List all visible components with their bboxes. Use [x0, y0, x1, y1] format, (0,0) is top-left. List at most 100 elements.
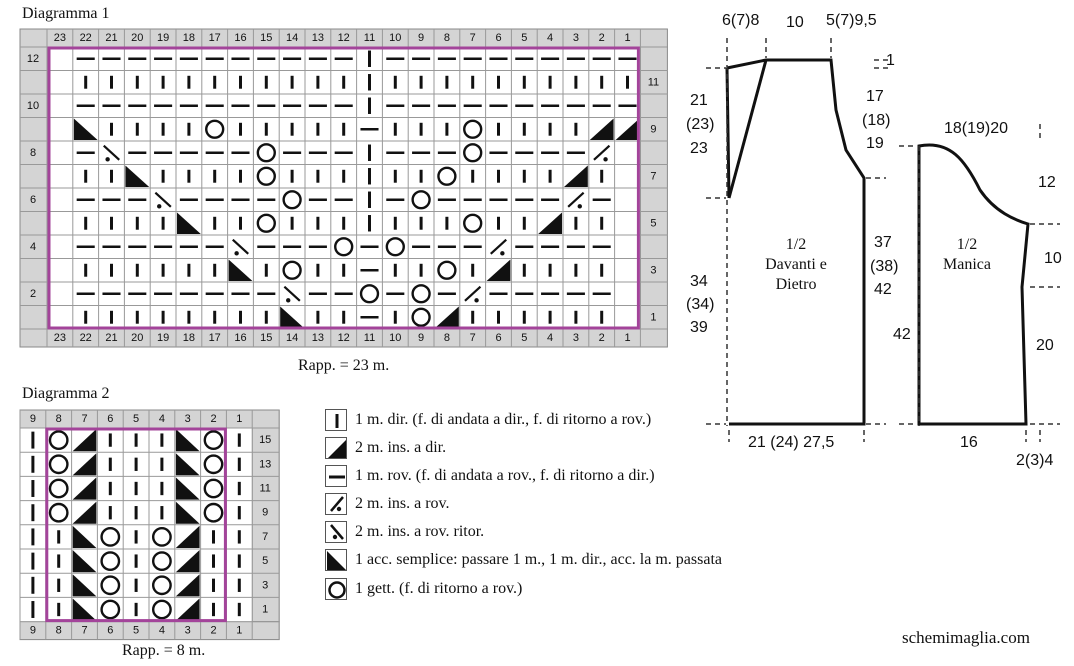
yarn-over-symbol — [151, 551, 172, 572]
body-armhole-left-3: 23 — [690, 140, 708, 157]
body-outline — [725, 58, 866, 426]
yarn-over-symbol — [282, 260, 302, 280]
p2tog-tbl-symbol — [154, 191, 172, 208]
k2tog-symbol — [175, 550, 200, 573]
skpo-symbol — [73, 118, 98, 140]
column-number: 2 — [210, 625, 216, 637]
yarn-over-symbol — [48, 430, 69, 451]
k2tog-symbol — [435, 306, 459, 328]
row-number: 11 — [648, 76, 659, 88]
row-number: 12 — [27, 53, 39, 65]
row-number: 13 — [259, 458, 271, 470]
body-side-right-2: (38) — [870, 258, 899, 275]
column-number: 2 — [599, 32, 605, 44]
diagram1-repeat-label: Rapp. = 23 m. — [298, 357, 390, 374]
stitch-symbols — [73, 50, 640, 328]
k2tog-symbol — [615, 118, 640, 140]
p2tog-tbl-symbol — [232, 238, 249, 255]
row-number: 7 — [262, 531, 268, 543]
yarn-over-symbol — [151, 575, 172, 596]
column-number: 16 — [234, 332, 246, 344]
legend-item-purl: 1 m. rov. (f. di andata a rov., f. di ri… — [325, 464, 655, 488]
column-number: 12 — [338, 32, 350, 44]
body-top-left-dim: 6(7)8 — [722, 12, 760, 29]
column-number: 14 — [286, 332, 298, 344]
column-number: 22 — [80, 332, 92, 344]
column-number: 10 — [389, 32, 401, 44]
skpo-symbol — [125, 165, 150, 187]
sleeve-bottom-dim: 16 — [960, 434, 978, 451]
yarn-over-symbol — [411, 190, 431, 210]
row-number: 15 — [259, 434, 271, 446]
column-number: 21 — [105, 332, 117, 344]
row-number: 6 — [30, 194, 36, 206]
yarn-over-symbol-icon — [325, 578, 347, 600]
p2tog-symbol — [464, 285, 482, 302]
column-number: 1 — [236, 413, 242, 425]
column-number: 3 — [573, 332, 579, 344]
skpo-symbol — [72, 574, 97, 597]
column-number: 5 — [521, 32, 527, 44]
row-number: 5 — [650, 217, 656, 229]
column-number: 4 — [547, 32, 553, 44]
column-number: 18 — [183, 332, 195, 344]
body-top-right-dim: 5(7)9,5 — [826, 12, 877, 29]
column-number: 3 — [185, 625, 191, 637]
yarn-over-symbol — [100, 551, 121, 572]
legend-item-k2tog: 2 m. ins. a dir. — [325, 436, 446, 460]
body-side-right-3: 42 — [874, 281, 892, 298]
k2tog-symbol — [175, 598, 200, 621]
p2tog-tbl-dot — [105, 157, 110, 162]
body-top-center-dim: 10 — [786, 14, 804, 31]
column-number: 2 — [599, 332, 605, 344]
column-number: 1 — [624, 332, 630, 344]
column-number: 9 — [418, 32, 424, 44]
column-number: 3 — [185, 413, 191, 425]
p2tog-tbl-dot — [234, 251, 239, 256]
column-number: 21 — [105, 32, 117, 44]
body-side-left-1: 34 — [690, 273, 708, 290]
column-number: 8 — [444, 332, 450, 344]
skpo-symbol — [175, 477, 200, 500]
column-number: 15 — [260, 332, 272, 344]
column-number: 20 — [131, 32, 143, 44]
column-number: 13 — [312, 32, 324, 44]
k2tog-symbol — [486, 259, 511, 281]
row-number: 7 — [650, 170, 656, 182]
repeat-outline — [45, 427, 227, 623]
yarn-over-symbol — [203, 454, 224, 475]
column-number: 20 — [131, 332, 143, 344]
column-number: 7 — [81, 625, 87, 637]
p2tog-symbol — [567, 191, 585, 208]
column-number: 16 — [234, 32, 246, 44]
k2tog-symbol — [589, 118, 614, 140]
column-number: 22 — [80, 32, 92, 44]
skpo-symbol-icon — [325, 549, 347, 571]
body-bottom-dim: 21 (24) 27,5 — [748, 434, 835, 451]
column-number: 7 — [470, 332, 476, 344]
k2tog-symbol — [72, 501, 97, 524]
skpo-symbol — [72, 525, 97, 548]
yarn-over-symbol — [48, 454, 69, 475]
column-number: 9 — [30, 413, 36, 425]
column-number: 9 — [30, 625, 36, 637]
k2tog-symbol — [72, 477, 97, 500]
column-number: 11 — [364, 32, 375, 44]
legend-item-knit: 1 m. dir. (f. di andata a dir., f. di ri… — [325, 408, 651, 432]
yarn-over-symbol — [437, 166, 457, 186]
column-number: 18 — [183, 32, 195, 44]
yarn-over-symbol — [48, 478, 69, 499]
column-number: 15 — [260, 32, 272, 44]
yarn-over-symbol — [151, 526, 172, 547]
yarn-over-symbol — [100, 526, 121, 547]
legend-item-p2tog-tbl: 2 m. ins. a rov. ritor. — [325, 520, 484, 544]
column-number: 17 — [209, 332, 221, 344]
body-side-left-3: 39 — [690, 319, 708, 336]
skpo-symbol — [280, 306, 304, 328]
column-number: 6 — [107, 413, 113, 425]
legend-text: 2 m. ins. a dir. — [355, 439, 447, 456]
p2tog-tbl-dot — [286, 298, 291, 303]
yarn-over-symbol — [359, 284, 380, 304]
column-number: 5 — [521, 332, 527, 344]
row-number: 11 — [259, 483, 270, 495]
